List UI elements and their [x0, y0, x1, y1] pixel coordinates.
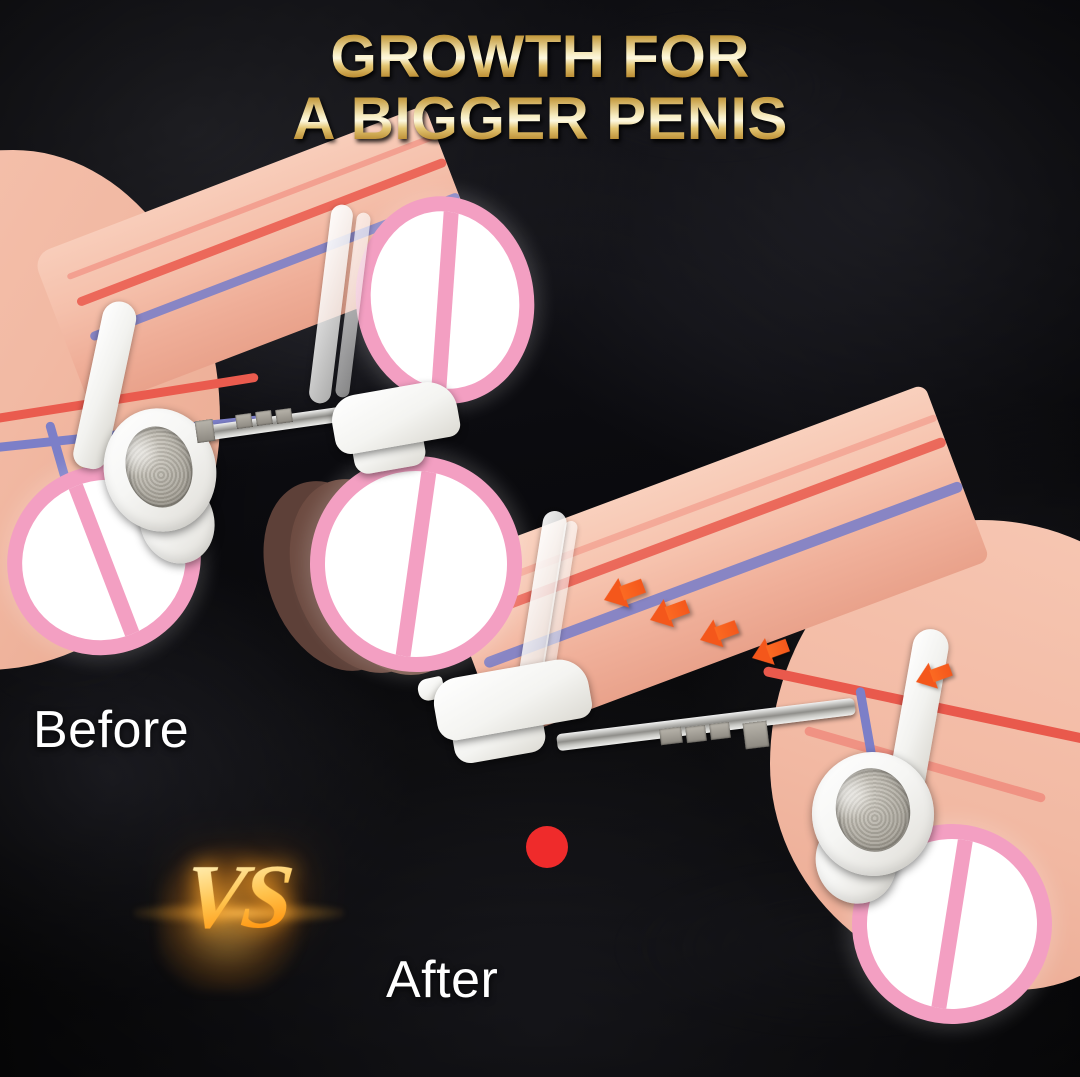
device-rod-notch-3-before — [255, 409, 273, 427]
vs-label: VS — [147, 845, 327, 947]
label-before: Before — [33, 701, 190, 759]
device-rod-notch-3-after — [709, 721, 731, 741]
device-rod-notch-2-before — [235, 412, 253, 430]
censor-slash-icon — [389, 448, 443, 680]
device-rod-notch-1-after — [659, 726, 683, 746]
censor-slash-icon — [428, 184, 462, 416]
vs-radial-glow — [158, 846, 308, 992]
vs-badge: VS — [134, 840, 344, 1000]
device-rod-notch-1-before — [194, 418, 216, 444]
device-rod-notch-4-before — [275, 407, 293, 425]
label-after: After — [386, 951, 499, 1009]
chevron-center-dot-icon — [526, 826, 568, 868]
censor-slash-icon — [925, 818, 979, 1030]
device-rod-notch-2-after — [685, 724, 707, 744]
device-rod-notch-4-after — [742, 720, 770, 750]
